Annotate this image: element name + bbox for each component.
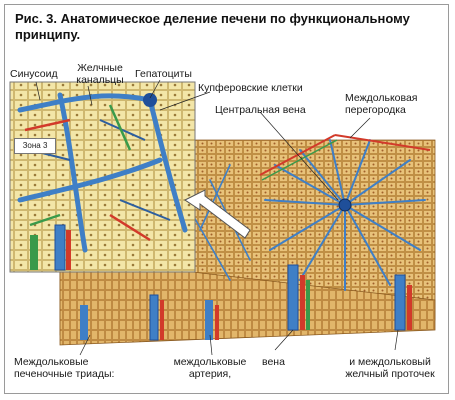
label-bile-duct: и междольковый желчный проточек [335, 356, 445, 380]
label-bile-canaliculi-line2: канальцы [76, 74, 124, 86]
white-arrow-icon [184, 189, 251, 239]
leader-lines [35, 79, 399, 356]
label-artery-line1: междольковые [173, 356, 247, 368]
label-bile-duct-line1: и междольковый [349, 356, 431, 368]
label-portal-triads: Междольковые печеночные триады: [14, 356, 114, 380]
label-septum-line2: перегородка [345, 104, 406, 116]
label-bile-duct-line2: желчный проточек [345, 368, 435, 380]
label-interlobular-septum: Междольковая перегородка [345, 92, 417, 116]
label-hepatocytes: Гепатоциты [135, 68, 192, 80]
label-portal-triads-line2: печеночные триады: [14, 368, 115, 380]
label-bile-canaliculi: Желчные канальцы [75, 62, 125, 86]
label-artery-line2: артерия, [188, 368, 232, 380]
central-vein [338, 198, 352, 212]
label-zone3: Зона 3 [14, 138, 56, 154]
label-bile-canaliculi-line1: Желчные [77, 62, 123, 74]
label-portal-triads-line1: Междольковые [14, 356, 89, 368]
label-artery: междольковые артерия, [165, 356, 255, 380]
label-central-vein: Центральная вена [215, 104, 306, 116]
figure-title: Рис. 3. Анатомическое деление печени по … [15, 11, 410, 42]
label-sinusoid: Синусоид [10, 68, 58, 80]
septum-bile [261, 139, 338, 181]
magnified-inset [9, 81, 196, 273]
figure-frame: Рис. 3. Анатомическое деление печени по … [4, 4, 449, 394]
label-kupffer-cells: Купферовские клетки [198, 82, 303, 94]
label-septum-line1: Междольковая [345, 92, 418, 104]
label-vein: вена [262, 356, 285, 368]
